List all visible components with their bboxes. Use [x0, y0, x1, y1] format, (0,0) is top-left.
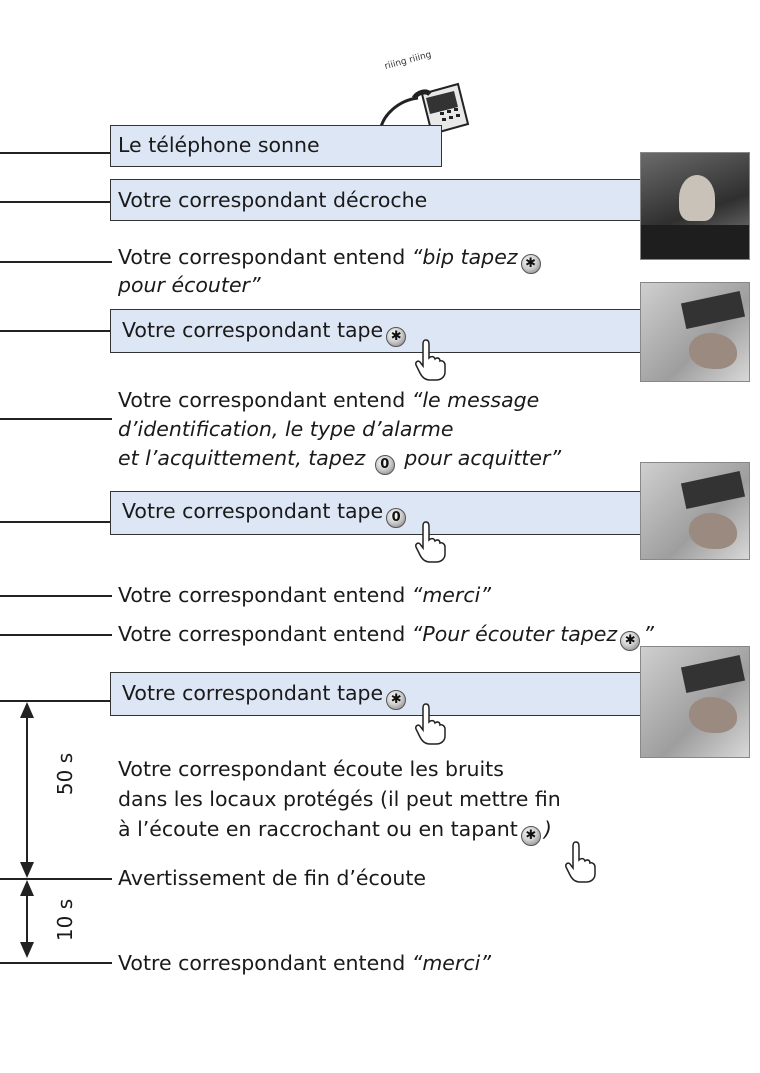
keypad-display — [680, 471, 746, 509]
leader-line — [0, 700, 112, 702]
step-quote-part: et l’acquittement, tapez — [118, 446, 366, 470]
duration-line — [26, 712, 28, 867]
step-text-part: à l’écoute en raccrochant ou en tapant — [118, 817, 518, 841]
step-box — [110, 491, 642, 535]
leader-line — [0, 595, 112, 597]
star-key-icon: ✱ — [386, 690, 407, 710]
keypad-photo — [640, 646, 750, 758]
leader-line — [0, 152, 112, 154]
step-box — [110, 672, 642, 716]
step-text: Votre correspondant tape✱ — [122, 680, 409, 710]
step-quote: “merci” — [411, 951, 491, 975]
step-text: dans les locaux protégés (il peut mettre… — [118, 787, 561, 811]
step-text-part: Votre correspondant entend — [118, 583, 412, 607]
duration-arrow-down — [20, 942, 34, 958]
step-text: Votre correspondant entend “merci” — [118, 950, 491, 976]
keypad-display — [680, 655, 746, 693]
pointing-hand-icon — [415, 521, 446, 563]
duration-arrow-down — [20, 862, 34, 878]
step-text-part: Votre correspondant tape — [122, 499, 384, 523]
person-on-phone-photo — [640, 152, 750, 260]
step-text: Votre correspondant entend “Pour écouter… — [118, 621, 654, 651]
keypad-photo — [640, 282, 750, 382]
telephone-icon — [378, 82, 470, 155]
step-text-part: Votre correspondant entend — [118, 622, 412, 646]
step-text: Avertissement de fin d’écoute — [118, 866, 426, 890]
star-key-icon: ✱ — [520, 254, 541, 274]
step-box — [110, 125, 442, 167]
duration-arrow-up — [20, 880, 34, 896]
step-text-part: Votre correspondant entend — [118, 245, 412, 269]
step-quote: et l’acquittement, tapez 0 pour acquitte… — [118, 445, 561, 475]
step-text-part: ) — [543, 817, 552, 841]
leader-line — [0, 201, 112, 203]
step-text: Votre correspondant tape✱ — [122, 317, 409, 347]
step-text: Votre correspondant écoute les bruits — [118, 757, 504, 781]
step-quote: “bip tapez — [411, 245, 518, 269]
step-quote: “le message — [411, 388, 540, 412]
leader-line — [0, 418, 112, 420]
step-text-part: Votre correspondant entend — [118, 951, 412, 975]
hand-shape — [689, 513, 737, 549]
duration-arrow-up — [20, 702, 34, 718]
step-text-part: Votre correspondant tape — [122, 318, 384, 342]
step-text-part: Votre correspondant entend — [118, 388, 412, 412]
hand-shape — [689, 333, 737, 369]
leader-line — [0, 330, 112, 332]
step-text: Votre correspondant entend “merci” — [118, 582, 491, 608]
duration-line — [26, 890, 28, 945]
step-text: Le téléphone sonne — [118, 133, 320, 157]
zero-key-icon: 0 — [386, 508, 407, 528]
keypad-photo — [640, 462, 750, 560]
star-key-icon: ✱ — [620, 631, 641, 651]
step-quote: pour écouter” — [118, 273, 261, 297]
step-box — [110, 309, 642, 353]
leader-line — [0, 634, 112, 636]
leader-line — [0, 261, 112, 263]
leader-line — [0, 521, 112, 523]
pointing-hand-icon — [415, 339, 446, 381]
step-box — [110, 179, 642, 221]
step-text: Votre correspondant entend “le message — [118, 387, 539, 413]
step-quote: ” — [643, 622, 654, 646]
ringing-phone-illustration: riiing riiing — [360, 50, 470, 162]
duration-label-warning: 10 s — [53, 898, 78, 942]
star-key-icon: ✱ — [520, 826, 541, 846]
step-text: Votre correspondant entend “bip tapez✱ — [118, 244, 544, 274]
step-quote: “merci” — [411, 583, 491, 607]
pointing-hand-icon — [415, 703, 446, 745]
step-quote: “Pour écouter tapez — [411, 622, 618, 646]
step-quote: d’identification, le type d’alarme — [118, 417, 454, 441]
step-text: Votre correspondant décroche — [118, 188, 428, 212]
zero-key-icon: 0 — [374, 455, 395, 475]
pointing-hand-icon — [565, 841, 596, 883]
star-key-icon: ✱ — [386, 327, 407, 347]
person-silhouette — [679, 175, 715, 221]
step-quote-part: pour acquitter” — [404, 446, 562, 470]
desk-shadow — [641, 225, 749, 259]
keypad-display — [680, 291, 746, 329]
leader-line — [0, 878, 112, 880]
hand-shape — [689, 697, 737, 733]
duration-label-listen: 50 s — [53, 752, 78, 796]
step-text-part: Votre correspondant tape — [122, 681, 384, 705]
leader-line — [0, 962, 112, 964]
step-text: à l’écoute en raccrochant ou en tapant✱) — [118, 816, 552, 846]
